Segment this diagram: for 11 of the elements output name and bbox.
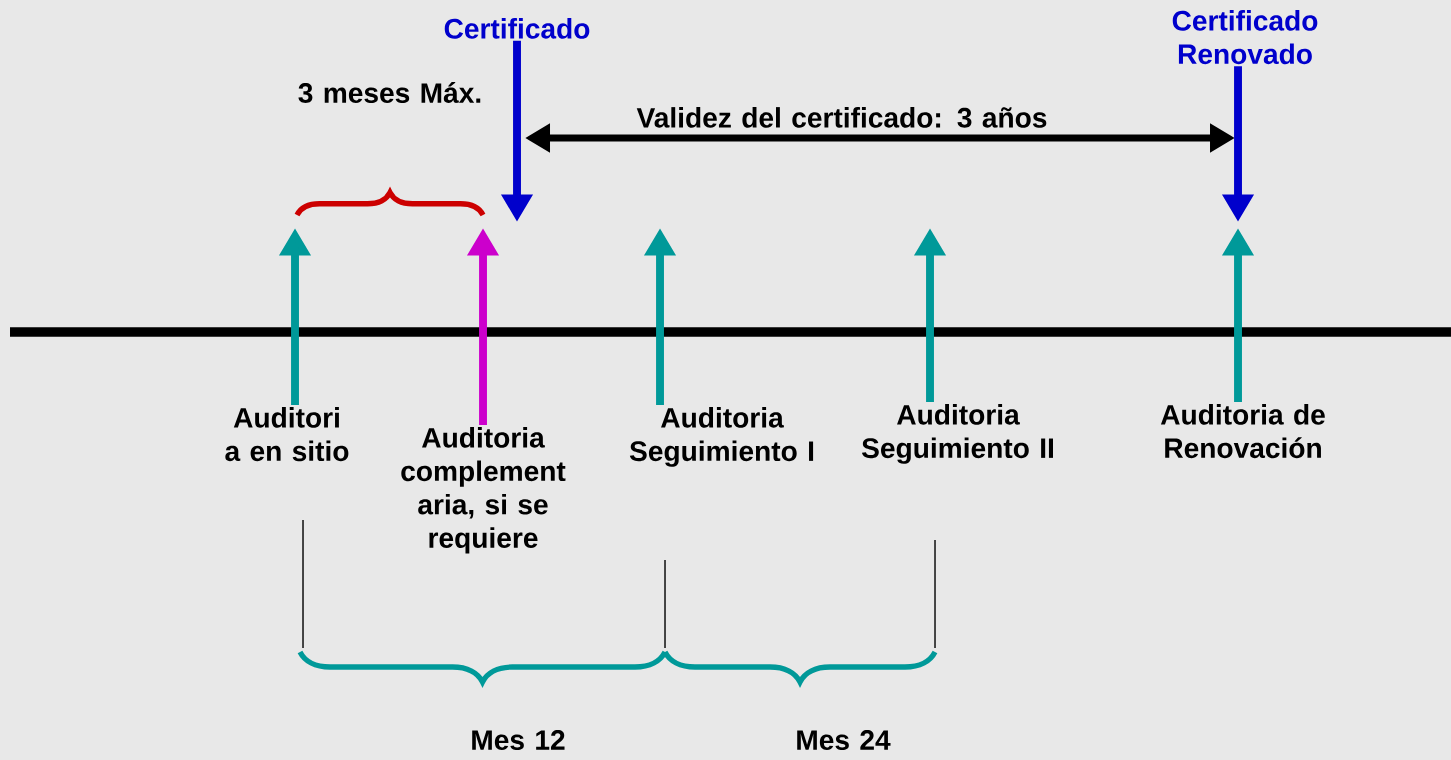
label-text: Validez del certificado: 3 años (636, 107, 1047, 128)
audit-label: Auditoria de Renovación (1160, 404, 1325, 459)
label-text: Mes 12 (472, 730, 565, 750)
audit-label: Auditoria Seguimiento I (629, 407, 814, 467)
audit-label: Auditori a en sitio (225, 407, 349, 462)
certificate-label: Certificado (444, 18, 590, 39)
label-text: Mes 24 (797, 730, 891, 750)
certificate-label: Certificado Renovado (1172, 10, 1318, 65)
audit-label: Auditoria Seguimiento II (861, 404, 1053, 464)
label-text: 3 meses Máx. (298, 82, 481, 104)
audit-label: Auditoria complement aria, si se requiere (401, 427, 566, 554)
